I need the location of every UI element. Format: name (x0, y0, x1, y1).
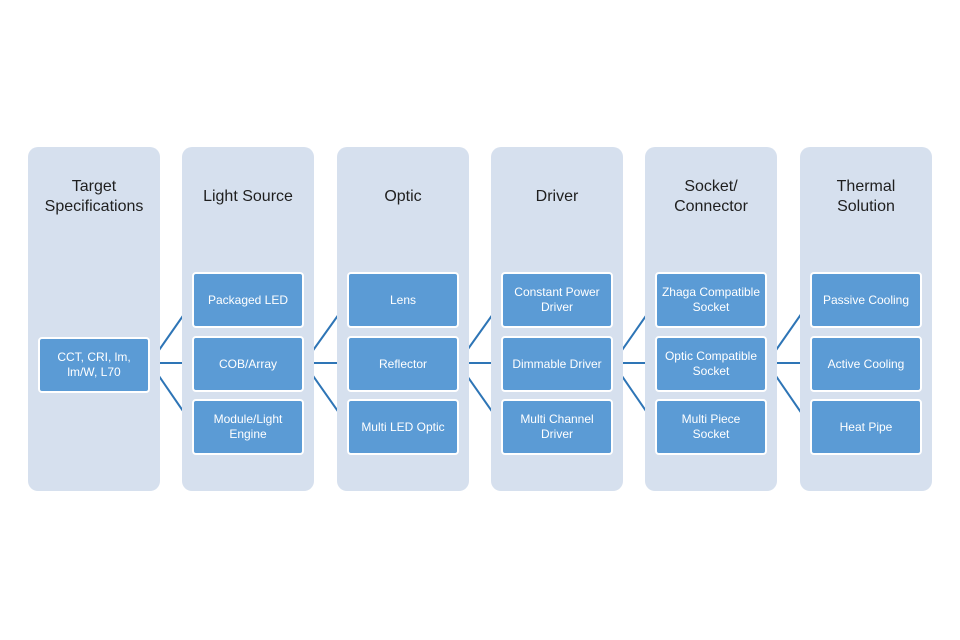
box-dimmable-driver: Dimmable Driver (501, 336, 613, 392)
box-lens: Lens (347, 272, 459, 328)
box-zhaga-compatible-socket: Zhaga Compatible Socket (655, 272, 767, 328)
box-heat-pipe: Heat Pipe (810, 399, 922, 455)
box-multi-piece-socket: Multi Piece Socket (655, 399, 767, 455)
box-reflector: Reflector (347, 336, 459, 392)
column-socket-connector: Socket/ Connector Zhaga Compatible Socke… (645, 147, 777, 491)
column-thermal-solution: Thermal Solution Passive Cooling Active … (800, 147, 932, 491)
column-light-source: Light Source Packaged LED COB/Array Modu… (182, 147, 314, 491)
box-cob-array: COB/Array (192, 336, 304, 392)
column-optic: Optic Lens Reflector Multi LED Optic (337, 147, 469, 491)
column-target-specifications: Target Specifications CCT, CRI, lm, lm/W… (28, 147, 160, 491)
column-title: Target Specifications (44, 178, 144, 215)
box-packaged-led: Packaged LED (192, 272, 304, 328)
box-multi-channel-driver: Multi Channel Driver (501, 399, 613, 455)
box-constant-power-driver: Constant Power Driver (501, 272, 613, 328)
box-optic-compatible-socket: Optic Compatible Socket (655, 336, 767, 392)
column-title: Socket/ Connector (674, 178, 748, 215)
column-driver: Driver Constant Power Driver Dimmable Dr… (491, 147, 623, 491)
box-multi-led-optic: Multi LED Optic (347, 399, 459, 455)
column-title: Light Source (203, 188, 293, 205)
column-title: Optic (384, 188, 422, 205)
column-title: Thermal Solution (836, 178, 896, 215)
box-active-cooling: Active Cooling (810, 336, 922, 392)
column-title: Driver (535, 188, 579, 205)
box-module-light-engine: Module/Light Engine (192, 399, 304, 455)
box-passive-cooling: Passive Cooling (810, 272, 922, 328)
box-target-values: CCT, CRI, lm, lm/W, L70 (38, 337, 150, 393)
